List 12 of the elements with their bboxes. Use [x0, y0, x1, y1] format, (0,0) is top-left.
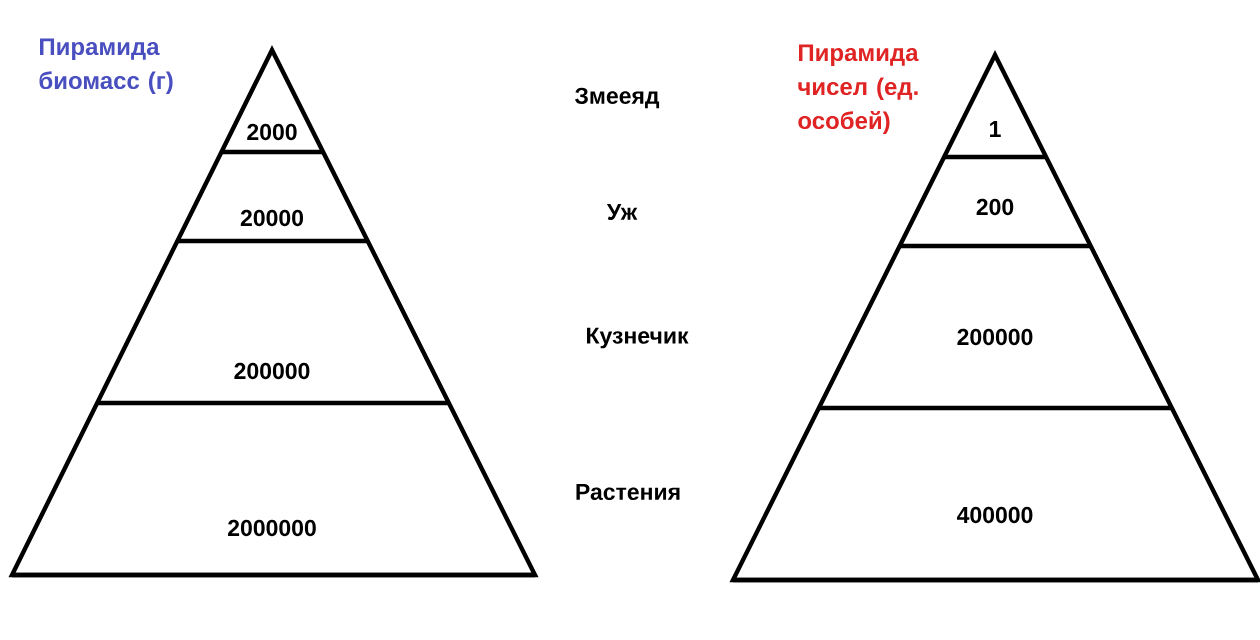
pyramid-tier: 200000: [97, 362, 449, 406]
pyramid-tier: 200000: [818, 328, 1172, 411]
pyramid-tier: 200: [899, 198, 1091, 249]
level-label: Уж: [606, 204, 638, 220]
level-label: Кузнечик: [587, 327, 689, 349]
pyramid-tier: 400000: [733, 506, 1258, 583]
pyramid-tier: 2000000: [12, 519, 535, 578]
level-label: Растения: [576, 484, 680, 500]
pyramid-tier: 2000: [221, 123, 324, 155]
pyramid-tier: 1: [944, 121, 1047, 160]
level-label: Змееяд: [575, 87, 660, 109]
pyramid-tier: 20000: [177, 209, 368, 244]
